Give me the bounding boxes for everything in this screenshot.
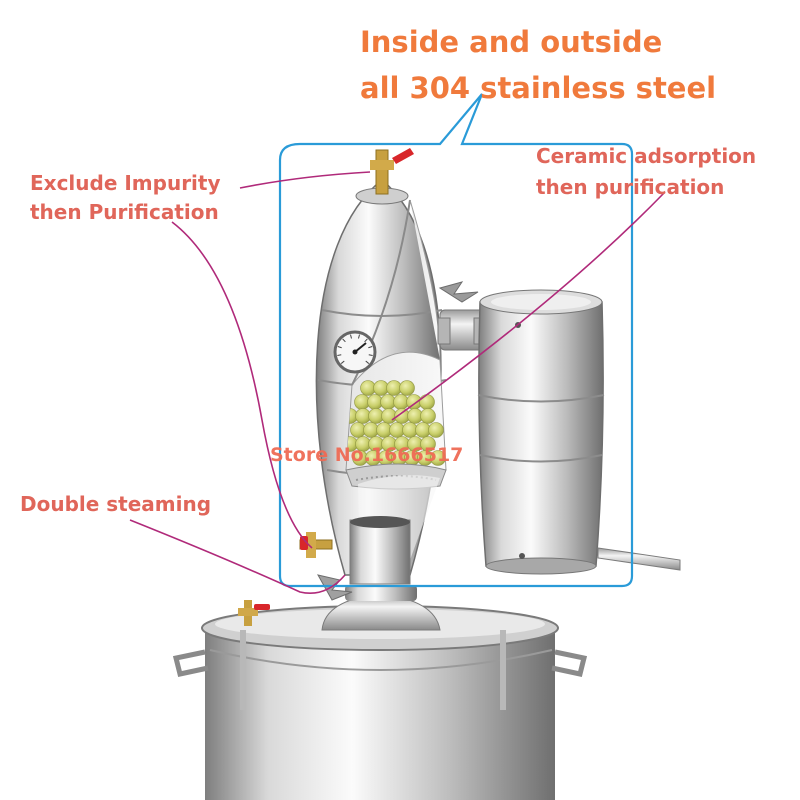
- lid-dome: [321, 585, 441, 631]
- ceramic-balls: [346, 380, 446, 466]
- callout-double-steaming: Double steaming: [20, 492, 212, 516]
- callout-exclude-impurity-line-2: then Purification: [30, 200, 219, 224]
- leader-ceramic: [391, 191, 666, 421]
- inner-tube: [349, 516, 411, 585]
- callout-exclude-impurity-line-1: Exclude Impurity: [30, 171, 221, 195]
- gauge-tick: [340, 360, 345, 364]
- gauge-tick: [342, 338, 346, 343]
- gauge-tick: [358, 334, 360, 339]
- wing-nut: [317, 281, 479, 601]
- condenser-barrel: [477, 289, 605, 575]
- gauge-tick: [364, 338, 368, 343]
- lower-valve: [299, 532, 333, 558]
- ceramic-ball: [399, 380, 415, 396]
- leader-exclude-impurity-2: [171, 221, 313, 549]
- ceramic-ball: [420, 408, 436, 424]
- outlet-pipe: [597, 547, 681, 571]
- pot-valve: [238, 600, 270, 626]
- headline-line-1: Inside and outside: [360, 25, 663, 59]
- callout-frame: [278, 93, 634, 588]
- gauge-tick: [337, 354, 342, 356]
- boiler-pot: [172, 605, 588, 800]
- gauge-tick: [368, 346, 373, 349]
- callout-ceramic-line-2: then purification: [536, 175, 725, 199]
- gauge-tick: [337, 346, 342, 349]
- store-watermark: Store No.1666517: [270, 444, 464, 466]
- leader-exclude-impurity: [239, 171, 371, 189]
- ceramic-ball: [428, 422, 444, 438]
- callout-ceramic-line-1: Ceramic adsorption: [536, 144, 757, 168]
- gauge-tick: [368, 354, 373, 356]
- gauge-tick: [350, 334, 352, 339]
- leader-double-steaming: [129, 519, 346, 594]
- ceramic-ball: [419, 394, 435, 410]
- top-valve: [370, 148, 414, 195]
- headline-line-2: all 304 stainless steel: [360, 71, 717, 105]
- thermometer-gauge: [333, 330, 377, 374]
- gauge-ticks: [337, 334, 373, 364]
- leader-lines: [129, 171, 666, 594]
- gauge-tick: [365, 360, 370, 364]
